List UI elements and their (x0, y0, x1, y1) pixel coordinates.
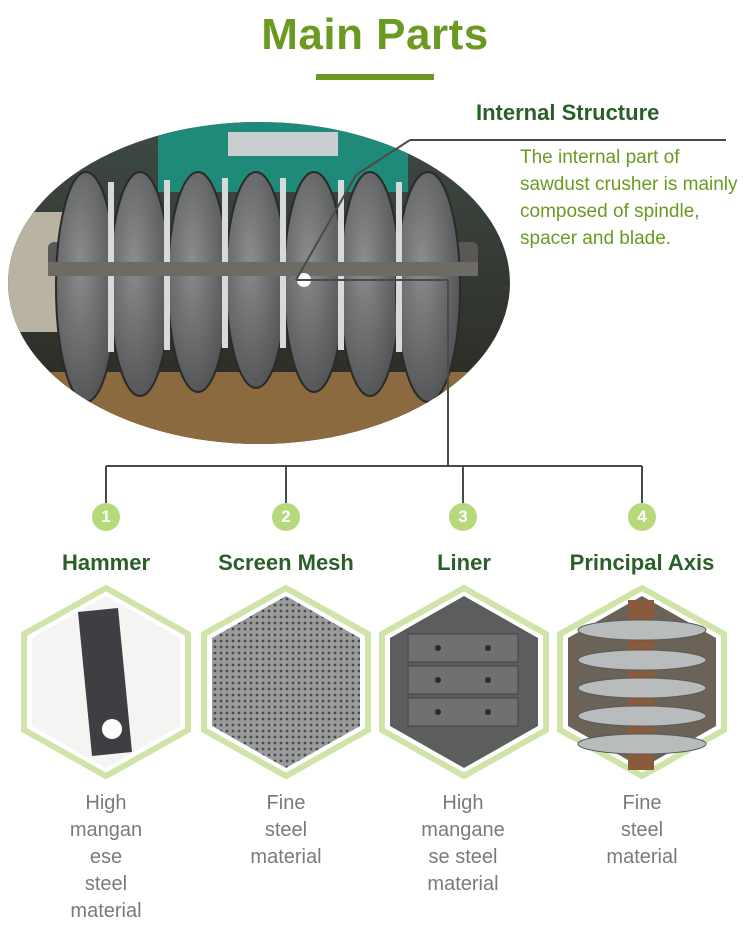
desc-line: High (442, 792, 484, 814)
hammer-image (21, 584, 191, 780)
desc-line: se steel (428, 846, 498, 868)
internal-structure-title: Internal Structure (476, 100, 660, 125)
desc-line: mangane (421, 819, 505, 841)
desc-line: material (427, 873, 499, 895)
part-number-badge: 1 (92, 503, 120, 531)
desc-line: steel (264, 819, 308, 841)
desc-line: ese (89, 846, 123, 868)
part-name-principal-axis: Principal Axis (569, 550, 715, 575)
desc-line: steel (84, 873, 128, 895)
part-number-badge: 4 (628, 503, 656, 531)
part-name-screen-mesh: Screen Mesh (218, 550, 354, 575)
desc-line: Fine (266, 792, 306, 814)
desc-line: Fine (622, 792, 662, 814)
title-underline (316, 74, 434, 80)
principal-axis-image (557, 584, 727, 780)
liner-image (379, 584, 549, 780)
part-number-badge: 3 (449, 503, 477, 531)
desc-line: High (85, 792, 127, 814)
part-name-hammer: Hammer (61, 550, 151, 575)
part-number-badge: 2 (272, 503, 300, 531)
part-name-liner: Liner (437, 550, 491, 575)
desc-line: mangan (69, 819, 143, 841)
internal-structure-description: The internal part of sawdust crusher is … (520, 147, 738, 249)
part-material-screen-mesh: Fine steel material (226, 790, 346, 871)
desc-line: steel (620, 819, 664, 841)
desc-line: material (70, 900, 142, 922)
part-material-liner: High mangane se steel material (403, 790, 523, 898)
desc-line: material (606, 846, 678, 868)
page-title: Main Parts (261, 10, 489, 59)
part-material-hammer: High mangan ese steel material (46, 790, 166, 925)
internal-structure-image (8, 122, 510, 444)
part-material-principal-axis: Fine steel material (582, 790, 702, 871)
screen-mesh-image (201, 584, 371, 780)
desc-line: material (250, 846, 322, 868)
